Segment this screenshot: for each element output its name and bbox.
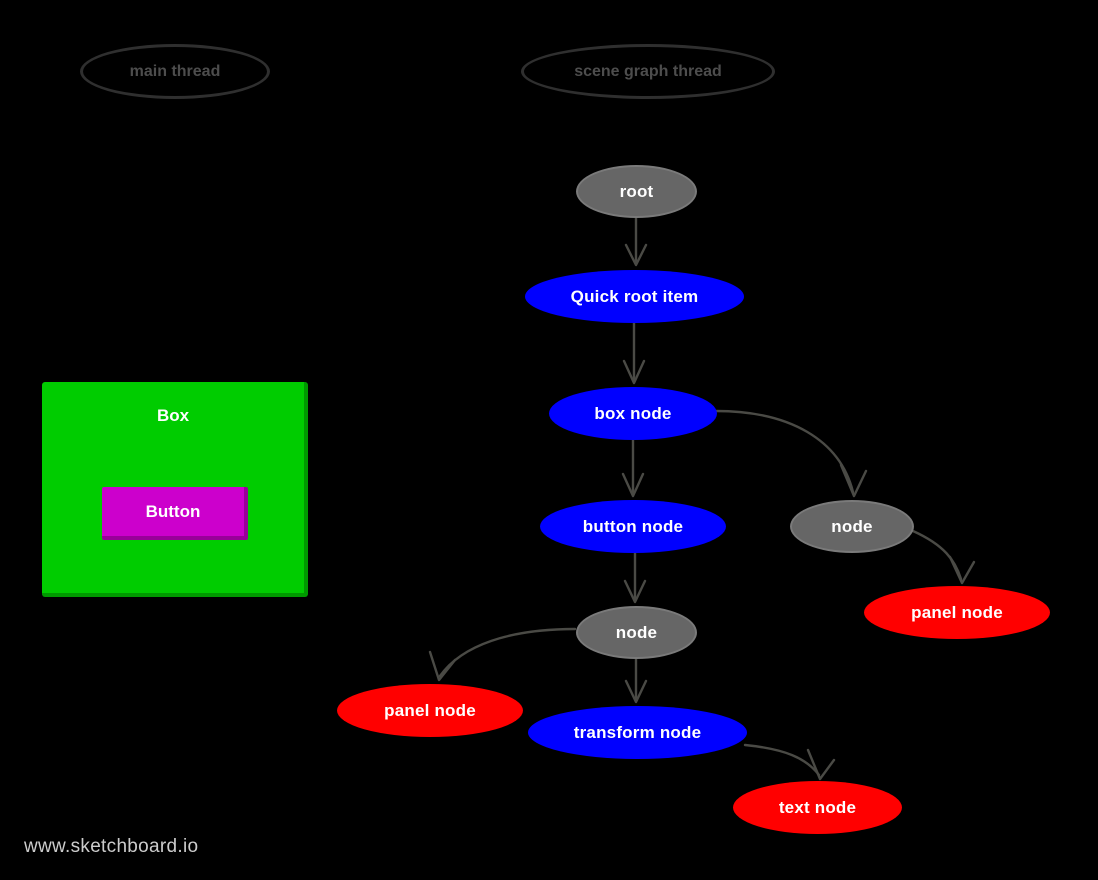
node-label: button node bbox=[582, 517, 684, 536]
thread-label: scene graph thread bbox=[574, 62, 722, 80]
node-label: text node bbox=[778, 798, 857, 817]
edge-root-to-quick-root-item bbox=[624, 216, 648, 267]
node-quick-root-item[interactable]: Quick root item bbox=[525, 270, 744, 323]
button-shape[interactable]: Button bbox=[102, 487, 248, 540]
node-label: panel node bbox=[384, 701, 476, 720]
box-shape-label: Box bbox=[156, 406, 190, 425]
thread-main-thread: main thread bbox=[80, 44, 270, 99]
watermark-sketchboard: www.sketchboard.io bbox=[24, 836, 199, 857]
node-label: transform node bbox=[573, 723, 702, 742]
edge-node-center-to-transform-node bbox=[624, 657, 648, 704]
node-transform-node[interactable]: transform node bbox=[528, 706, 747, 759]
thread-scene-graph-thread: scene graph thread bbox=[521, 44, 775, 99]
node-node-right[interactable]: node bbox=[790, 500, 914, 553]
node-label: node bbox=[615, 623, 658, 642]
node-label: root bbox=[619, 182, 654, 201]
node-text-node[interactable]: text node bbox=[733, 781, 902, 834]
edge-quick-root-item-to-box-node bbox=[622, 321, 646, 385]
node-label: panel node bbox=[911, 603, 1003, 622]
edge-box-node-to-node-right bbox=[714, 409, 868, 498]
edge-node-right-to-panel-node-right bbox=[911, 529, 976, 585]
node-label: Quick root item bbox=[570, 287, 699, 306]
node-label: node bbox=[831, 517, 873, 536]
node-root[interactable]: root bbox=[576, 165, 697, 218]
node-label: box node bbox=[594, 404, 672, 423]
button-shape-label: Button bbox=[145, 501, 201, 521]
node-panel-node-left[interactable]: panel node bbox=[337, 684, 523, 737]
node-box-node[interactable]: box node bbox=[549, 387, 717, 440]
thread-label: main thread bbox=[129, 62, 221, 80]
node-node-center[interactable]: node bbox=[576, 606, 697, 659]
node-button-node[interactable]: button node bbox=[540, 500, 726, 553]
node-panel-node-right[interactable]: panel node bbox=[864, 586, 1050, 639]
edge-transform-node-to-text-node bbox=[743, 743, 836, 781]
edge-node-center-to-panel-node-left bbox=[428, 627, 577, 682]
edge-box-node-to-button-node bbox=[621, 438, 645, 498]
edge-button-node-to-node-center bbox=[623, 551, 647, 604]
